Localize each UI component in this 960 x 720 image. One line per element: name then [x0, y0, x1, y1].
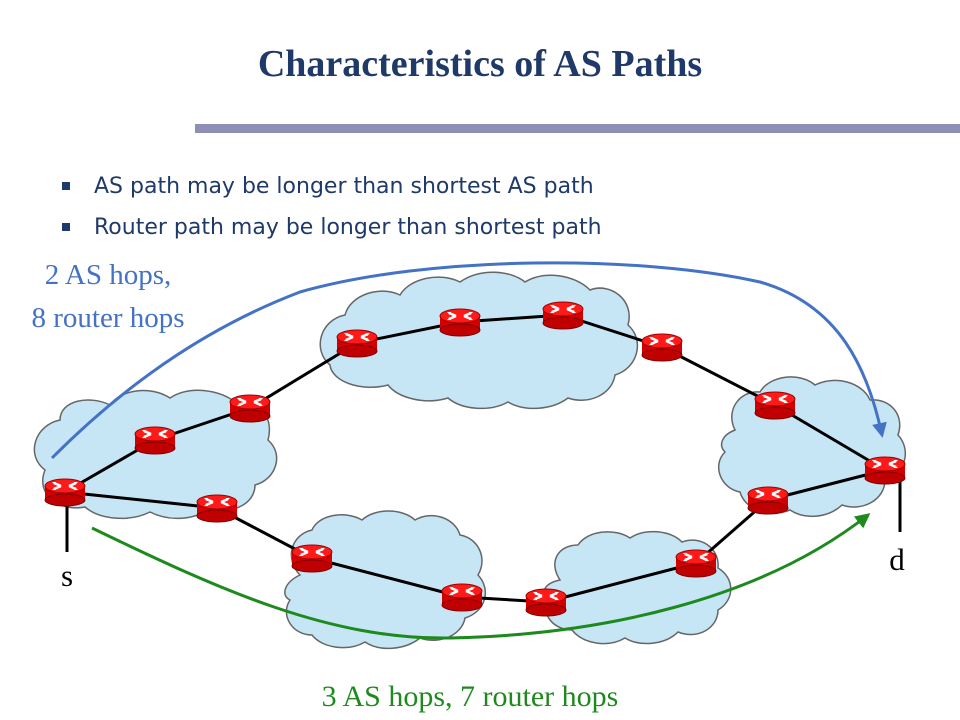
router-icon [746, 485, 790, 516]
bullet-item: Router path may be longer than shortest … [60, 211, 602, 252]
router-icon [195, 493, 239, 524]
bullet-text: AS path may be longer than shortest AS p… [94, 174, 594, 199]
bullet-text: Router path may be longer than shortest … [94, 215, 602, 240]
router-icon [640, 332, 684, 363]
title-divider [195, 124, 960, 133]
router-icon [438, 307, 482, 338]
router-icon [43, 477, 87, 508]
cloud-icon [718, 376, 907, 517]
destination-label: d [889, 542, 905, 577]
square-bullet-icon [62, 223, 70, 231]
router-icon [133, 425, 177, 456]
router-icon [863, 455, 907, 486]
bullet-item: AS path may be longer than shortest AS p… [60, 170, 602, 211]
cloud-icon [543, 530, 732, 645]
lower-path-label: 3 AS hops, 7 router hops [322, 680, 619, 713]
square-bullet-icon [62, 182, 70, 190]
source-label: s [61, 558, 73, 593]
bullet-list: AS path may be longer than shortest AS p… [60, 170, 602, 252]
upper-path-label: 8 router hops [31, 302, 184, 334]
lower-path-arrow [91, 513, 871, 640]
router-icon [753, 390, 797, 421]
router-icon [228, 393, 272, 424]
cloud-icon [284, 510, 487, 650]
upper-path-arrow [50, 261, 887, 460]
router-icon [541, 300, 585, 331]
slide-title: Characteristics of AS Paths [257, 43, 703, 85]
router-icon [335, 328, 379, 359]
router-icon [674, 548, 718, 579]
router-icon [290, 543, 334, 574]
router-icon [524, 587, 568, 618]
upper-path-label: 2 AS hops, [45, 259, 172, 291]
router-icon [440, 582, 484, 613]
